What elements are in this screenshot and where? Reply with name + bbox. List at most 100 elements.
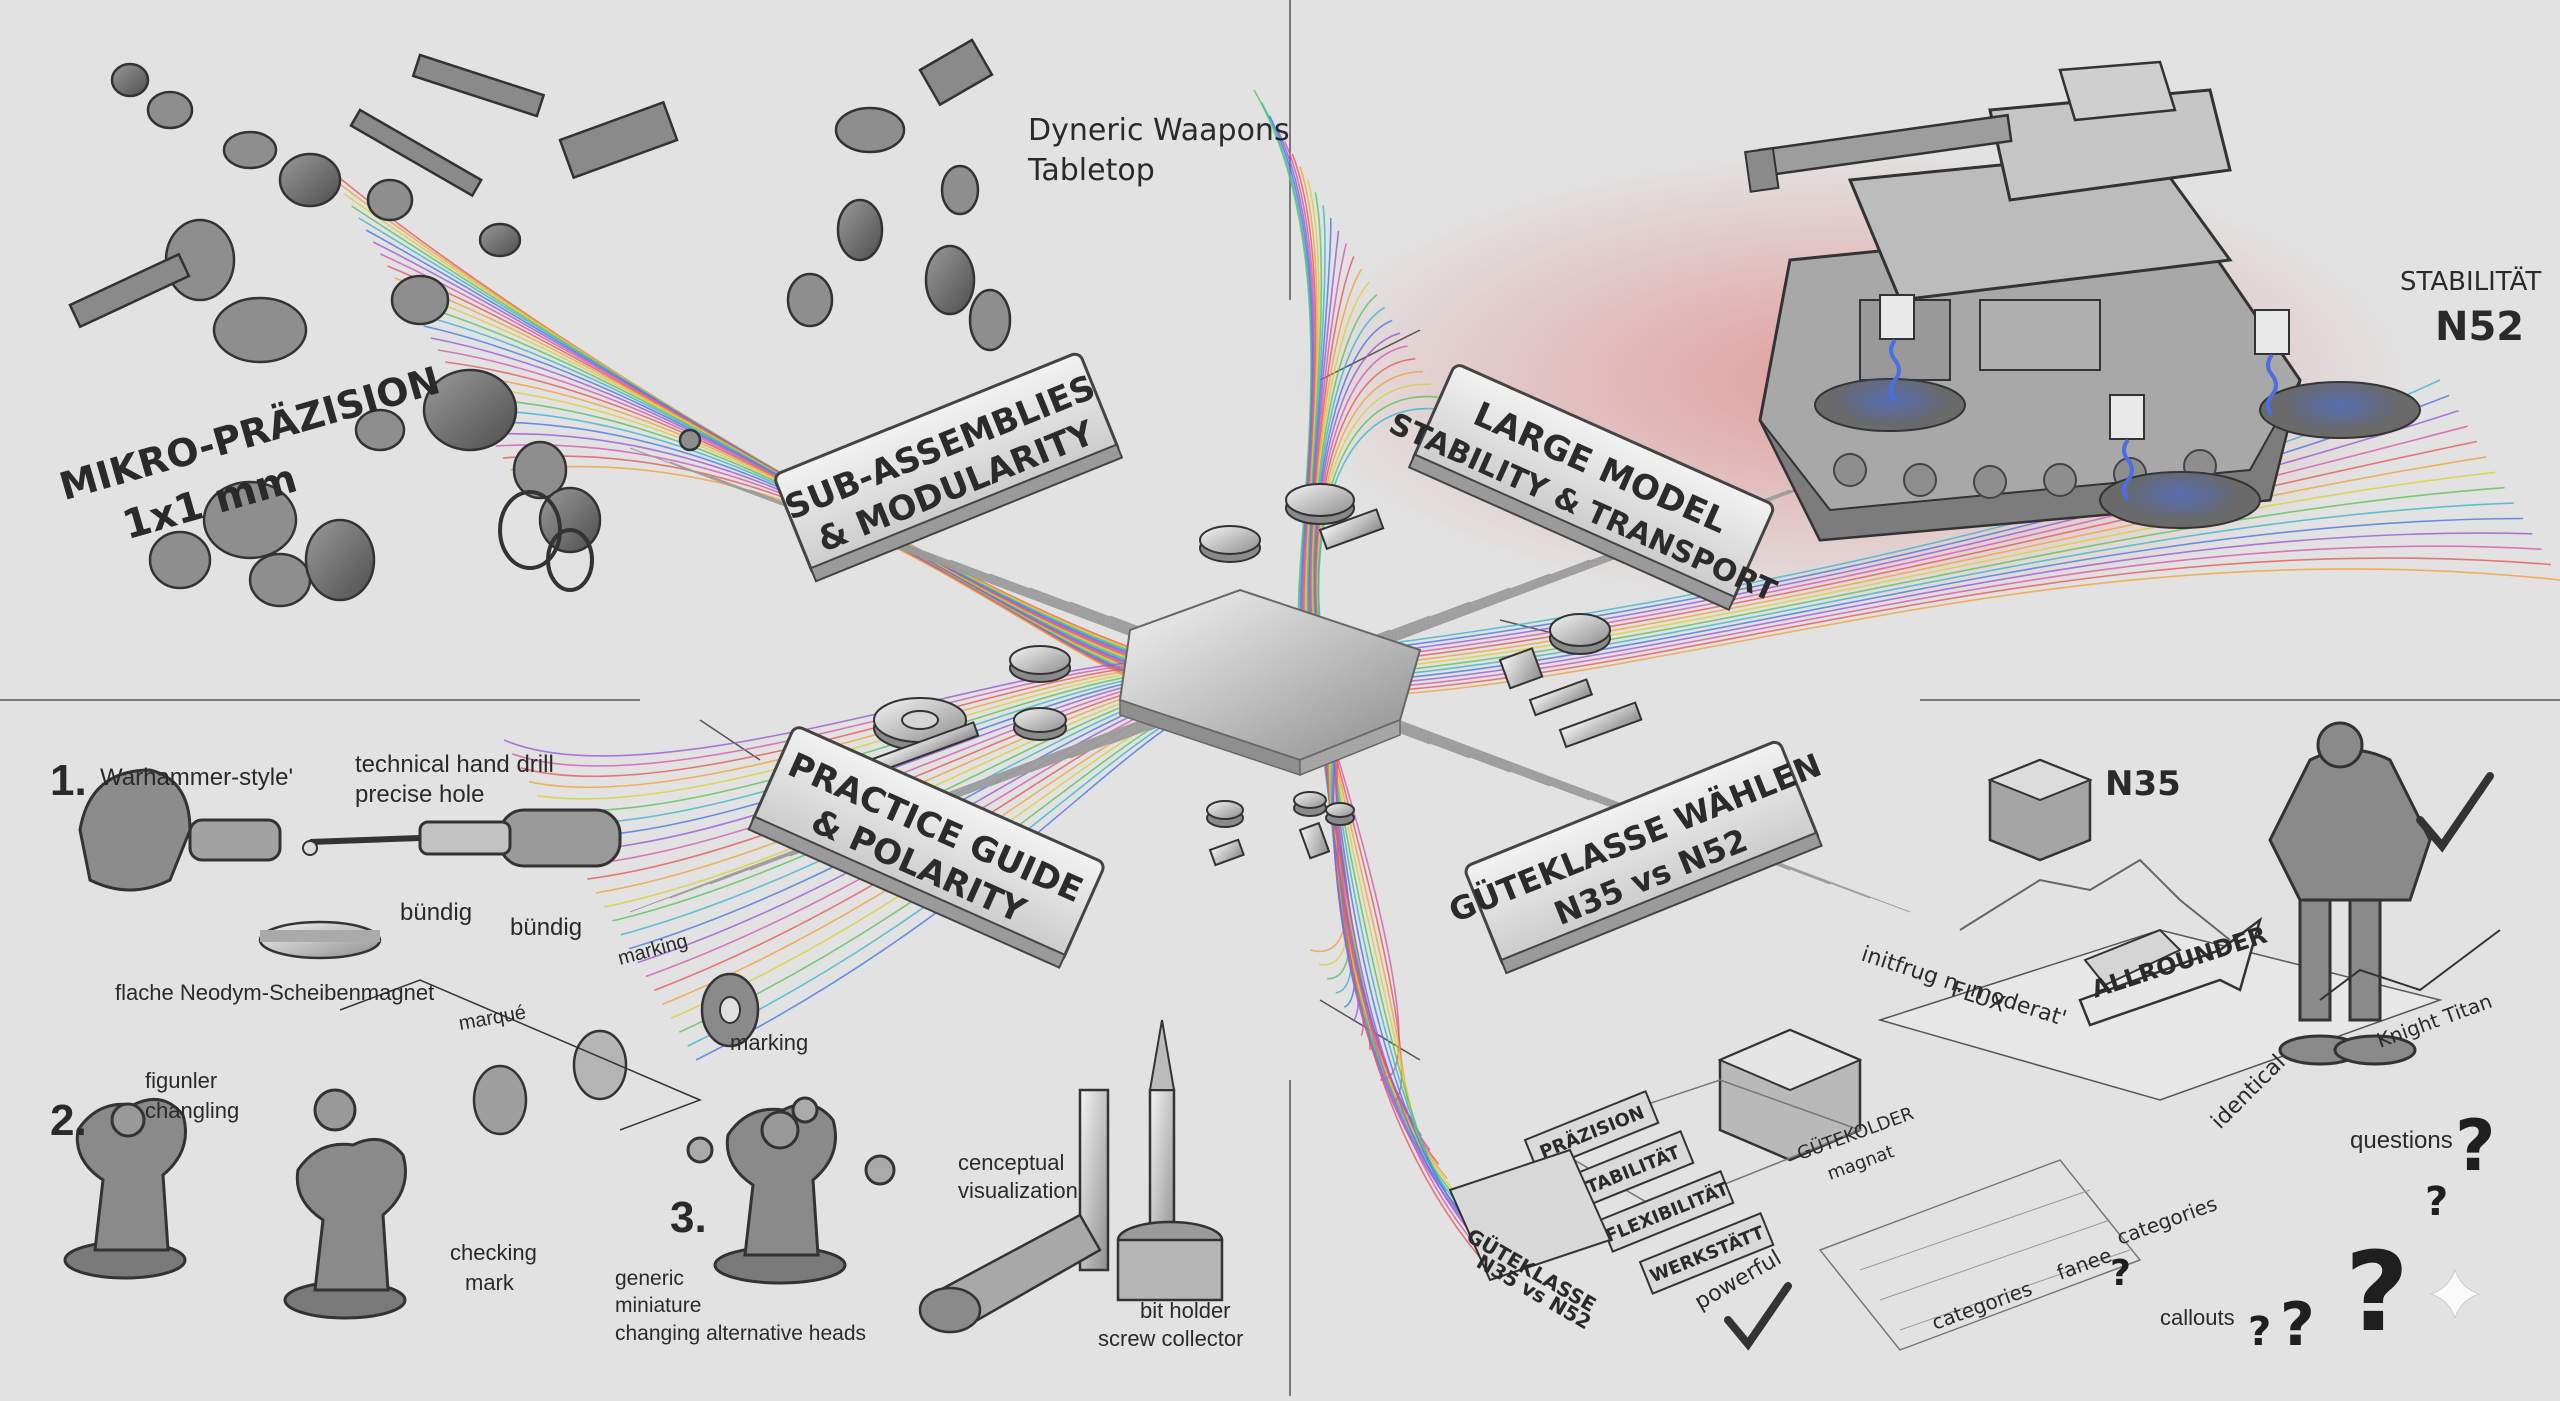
conceptual-line2: visualization (958, 1178, 1078, 1203)
checkmark-1 (2416, 772, 2494, 853)
allrounder-arrow (2078, 916, 2263, 1027)
miniature-figures (63, 1088, 896, 1320)
miniature-part (478, 222, 522, 258)
step3-number: 3. (670, 1193, 707, 1242)
sparkle-icon (2429, 1268, 2481, 1320)
tank-label: STABILITÄT N52 (2400, 265, 2541, 350)
title-block: Dyneric Waapons Tabletop (1027, 113, 1290, 188)
tank-label-line1: STABILITÄT (2400, 265, 2541, 297)
question-mark-2: ? (2425, 1179, 2448, 1225)
block-magnet (1318, 508, 1385, 551)
disc-magnet (1293, 791, 1327, 809)
miniature-part (146, 90, 194, 130)
practice-labels: 1. Warhammer-style' technical hand drill… (50, 751, 1243, 1351)
miniature-part (390, 274, 450, 326)
miniature-part (786, 272, 834, 328)
miniature-part (202, 480, 298, 560)
checking-line2: mark (465, 1270, 515, 1295)
miniature-part (212, 296, 308, 364)
title-line1: Dyneric Waapons (1028, 113, 1290, 148)
side-plaque (1448, 1148, 1612, 1282)
weapon-part (411, 53, 546, 118)
flush-label-2: bündig (510, 914, 582, 941)
miniature-part (834, 106, 906, 154)
polarity-rings (339, 972, 760, 1136)
disc-magnet (1549, 613, 1611, 647)
figure-line1: figunler (145, 1068, 217, 1093)
step1-number: 1. (50, 756, 87, 805)
miniature-part (538, 486, 602, 554)
callouts-label: callouts (2160, 1305, 2235, 1330)
questions-label: questions (2350, 1127, 2453, 1154)
disc-magnet (1325, 802, 1355, 818)
central-magnets (868, 483, 1643, 867)
weapon-part (68, 252, 191, 329)
drill-illustration (78, 768, 622, 960)
disc-magnet (1285, 483, 1355, 517)
flush-label-1: bündig (400, 899, 472, 926)
tank-magnet-3 (2254, 309, 2290, 355)
miniature-part (512, 440, 568, 500)
generic-line1: generic (615, 1267, 684, 1290)
miniature-part (248, 552, 312, 608)
miniature-part (968, 288, 1012, 352)
question-mark-4: ? (2280, 1290, 2315, 1360)
block-magnet (1208, 838, 1245, 867)
disc-magnet (1199, 525, 1261, 555)
question-mark-5: ? (2248, 1309, 2271, 1355)
tank-magnet-1 (1879, 294, 1915, 340)
question-marks: ? ? ? ? ? ? (2110, 1105, 2496, 1360)
tank-illustration (1744, 60, 2421, 542)
miniature-part (678, 428, 702, 452)
miniature-part (278, 152, 342, 208)
block-magnet (1528, 678, 1594, 717)
checkmark-2 (1724, 1282, 1792, 1351)
question-mark-1: ? (2455, 1105, 2496, 1187)
weapon-part (349, 108, 483, 198)
tank-label-line2: N52 (2435, 304, 2524, 350)
miniature-part (222, 130, 278, 170)
generic-line3: changing alternative heads (615, 1322, 866, 1345)
tank-magnet-2 (2109, 394, 2145, 440)
disc-magnet (1009, 645, 1071, 675)
miniature-part (354, 408, 406, 452)
field-line (1335, 691, 1488, 1259)
disc-magnet (1206, 800, 1244, 820)
step2-number: 2. (50, 1096, 87, 1145)
n35-label: N35 (2105, 764, 2181, 804)
figure-line2: changling (145, 1098, 239, 1123)
generic-line2: miniature (615, 1294, 701, 1317)
miniature-part (836, 198, 884, 262)
miniature-part (148, 530, 212, 590)
miniature-part (110, 62, 150, 98)
block-magnet (1298, 821, 1331, 860)
miniature-part (940, 164, 980, 216)
categories-label-2: categories (2114, 1191, 2221, 1249)
step1-label: Warhammer-style' (100, 764, 293, 791)
miniature-parts-cluster (68, 38, 1012, 608)
miniature-part (924, 244, 976, 316)
title-line2: Tabletop (1027, 153, 1155, 188)
checking-line1: checking (450, 1240, 537, 1265)
block-magnet (1558, 701, 1643, 749)
screwdriver-bit-holder (918, 1019, 1224, 1334)
disc-magnet (1013, 707, 1067, 733)
miniature-part (304, 518, 376, 602)
block-magnet (1498, 647, 1544, 690)
bit-line1: bit holder (1140, 1298, 1231, 1323)
drill-line1: technical hand drill (355, 751, 554, 778)
weapon-part (558, 100, 679, 180)
fanee-label: fanee (2054, 1243, 2115, 1285)
miniature-part (366, 178, 414, 222)
question-mark-6: ? (2110, 1253, 2131, 1294)
magnet-caption: flache Neodym-Scheibenmagnet (115, 980, 434, 1005)
question-mark-3: ? (2345, 1228, 2409, 1356)
plaque-subassemblies: SUB-ASSEMBLIES & MODULARITY (774, 352, 1124, 583)
weapon-part (918, 38, 994, 107)
drill-line2: precise hole (355, 781, 484, 808)
bit-line2: screw collector (1098, 1326, 1243, 1351)
marque-label: marqué (457, 1001, 528, 1034)
